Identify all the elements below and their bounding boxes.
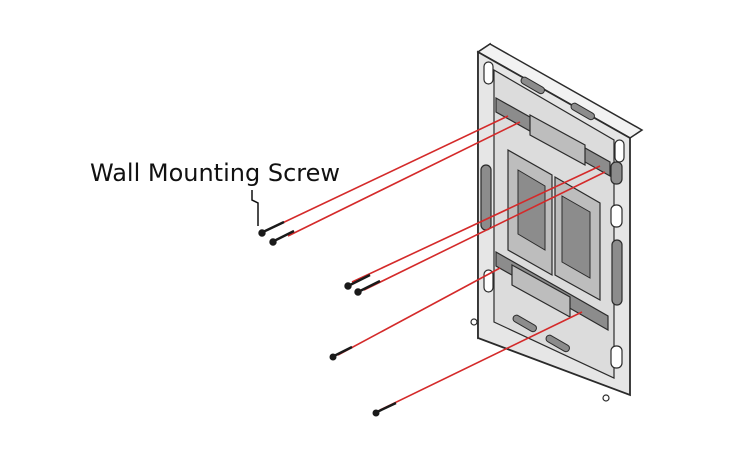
guide-line [379,311,583,411]
callout-leader [251,190,259,226]
keyhole-slot [614,139,625,163]
screws [258,220,397,417]
guide-lines [275,115,606,411]
bracket-foot [602,394,610,402]
screw-icon [354,279,381,296]
keyhole-slot [483,61,494,85]
top-slot [570,102,595,121]
top-slot [520,76,545,95]
side-slot [610,161,623,185]
screw-icon [372,401,397,417]
side-slot [611,239,623,306]
screw-icon [269,229,295,246]
guide-line [351,165,601,283]
keyhole-slot [610,204,623,228]
bracket-foot [470,318,478,326]
keyhole-slot [610,345,623,369]
screw-icon [258,220,285,237]
guide-line [287,121,521,237]
center-window [561,195,591,279]
screw-icon [329,345,353,361]
bottom-slot [545,334,570,353]
screw-icon [344,273,371,290]
wall-bracket [470,42,644,402]
callout-label: Wall Mounting Screw [90,159,340,187]
top-clamp [529,113,586,167]
guide-line [363,171,606,291]
guide-line [275,115,509,227]
center-window [517,169,546,251]
guide-line [337,267,501,356]
bottom-slot [512,314,537,333]
